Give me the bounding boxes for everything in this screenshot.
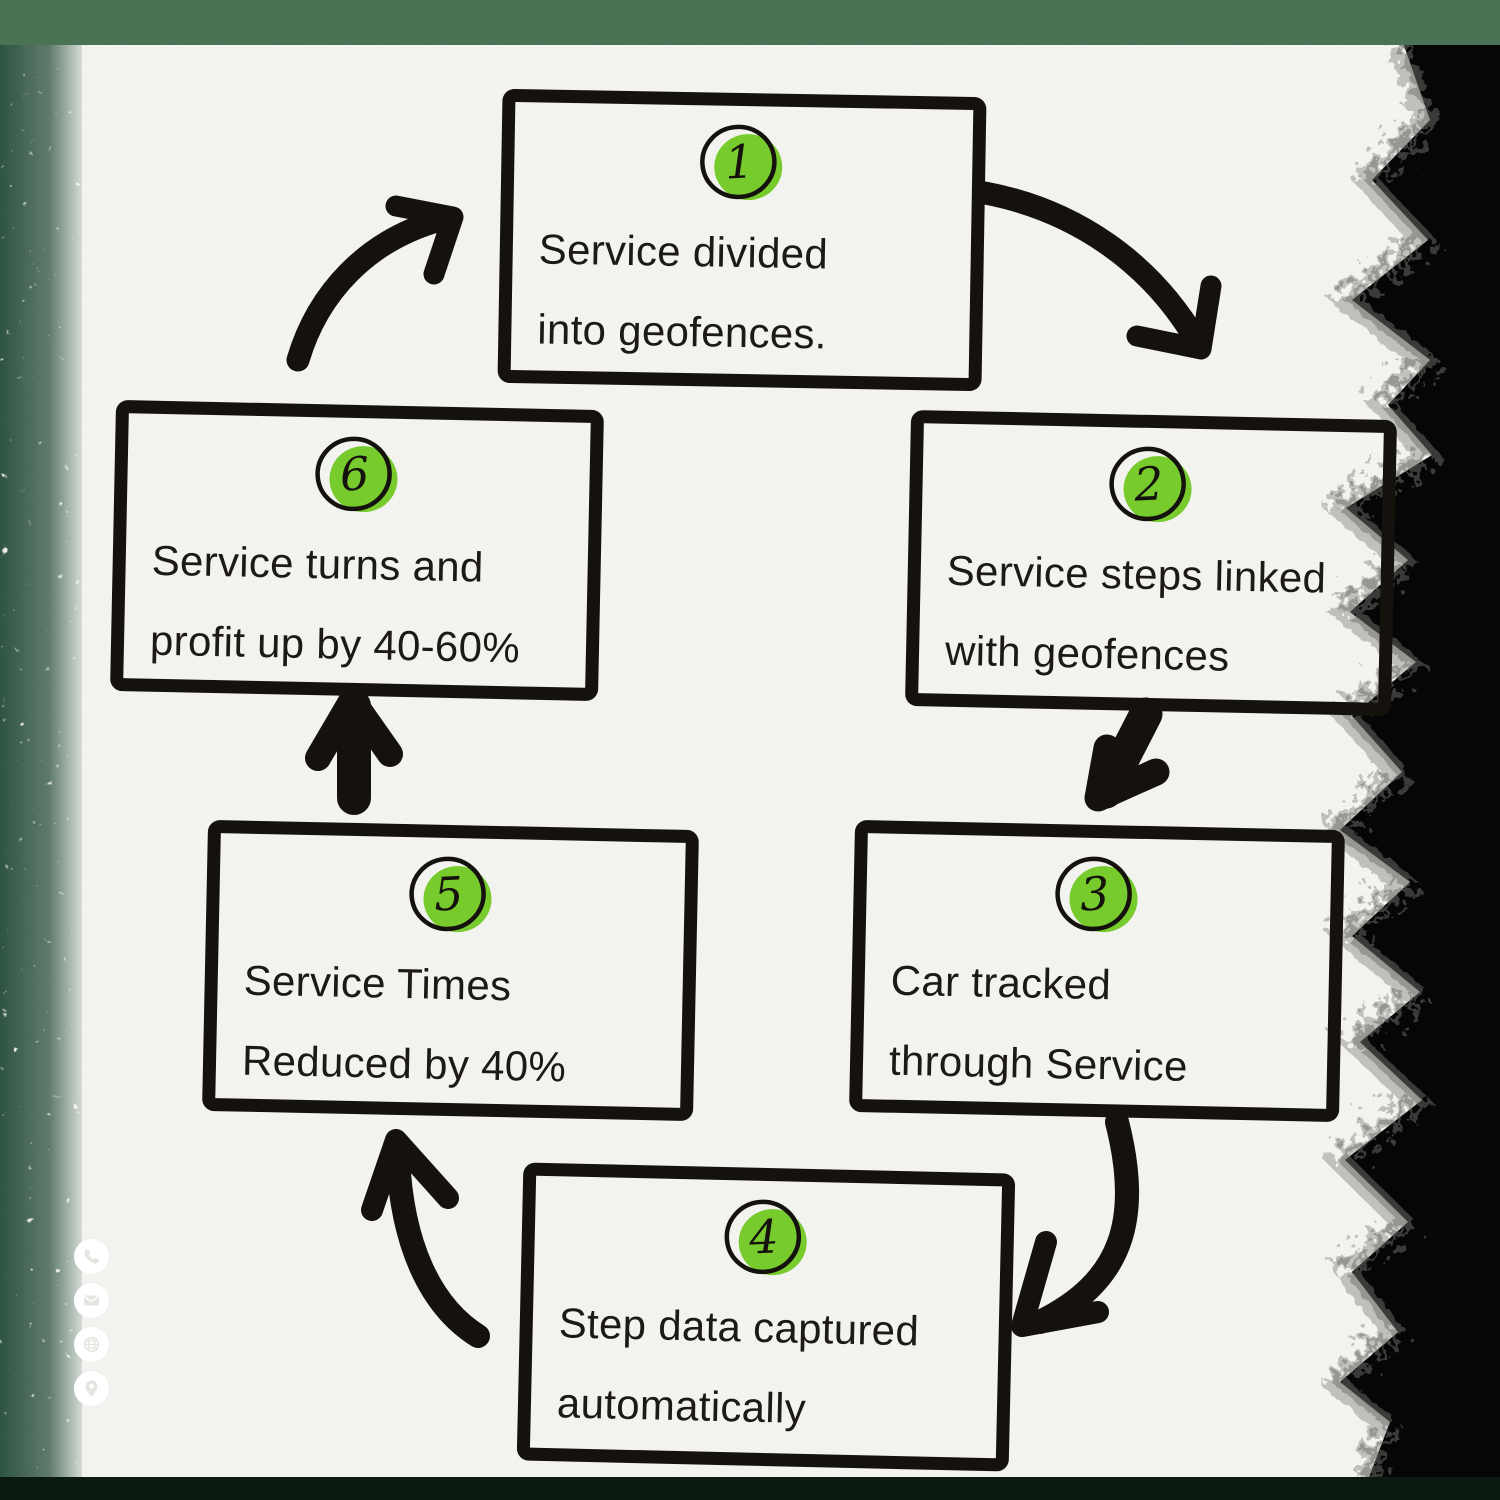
hand-drawn-circle-icon <box>1055 856 1132 932</box>
step-text-line1: Step data captured <box>558 1299 920 1355</box>
step-box-4: 4 Step data captured automatically <box>516 1162 1016 1472</box>
arrow-step4-to-step5 <box>361 1129 490 1348</box>
step-text-line1: Service steps linked <box>946 546 1327 602</box>
step-4-number-badge: 4 <box>722 1196 814 1286</box>
top-accent-bar <box>0 0 1500 45</box>
step-number: 5 <box>432 866 465 922</box>
torn-edge-right <box>1340 40 1500 1480</box>
email-icon <box>74 1283 109 1318</box>
hand-drawn-circle-icon <box>700 124 777 200</box>
step-text-line2: Reduced by 40% <box>241 1036 567 1091</box>
step-box-6: 6 Service turns and profit up by 40-60% <box>110 399 604 702</box>
step-box-1: 1 Service divided into geofences. <box>497 88 987 392</box>
contact-icon-column <box>74 1239 109 1406</box>
step-text-line2: through Service <box>888 1036 1189 1090</box>
step-box-5: 5 Service Times Reduced by 40% <box>202 819 699 1122</box>
step-number: 4 <box>747 1209 780 1265</box>
step-box-3: 3 Car tracked through Service <box>848 819 1346 1123</box>
step-text-line1: Service turns and <box>151 536 485 591</box>
step-number: 1 <box>723 134 756 190</box>
globe-icon <box>74 1327 109 1362</box>
step-box-2: 2 Service steps linked with geofences <box>904 409 1398 717</box>
step-text-line2: automatically <box>556 1379 807 1432</box>
step-text-line1: Car tracked <box>890 956 1112 1009</box>
arrow-step6-to-step1 <box>286 195 464 372</box>
step-text-line2: into geofences. <box>537 305 828 358</box>
arrow-step3-to-step4 <box>1011 1110 1139 1337</box>
hand-drawn-circle-icon <box>724 1199 802 1275</box>
step-3-number-badge: 3 <box>1053 853 1145 943</box>
step-2-number-badge: 2 <box>1107 443 1199 533</box>
hand-drawn-circle-icon <box>1109 446 1186 522</box>
bottom-accent-bar <box>0 1477 1500 1500</box>
arrow-step5-to-step6 <box>305 687 403 815</box>
step-text-line1: Service divided <box>538 225 829 278</box>
step-5-number-badge: 5 <box>406 853 498 943</box>
hand-drawn-circle-icon <box>408 856 486 932</box>
step-number: 2 <box>1132 456 1165 512</box>
step-text-line2: profit up by 40-60% <box>149 616 521 672</box>
step-number: 6 <box>338 446 371 502</box>
arrow-step1-to-step2 <box>973 181 1222 360</box>
step-1-number-badge: 1 <box>698 121 790 211</box>
phone-icon <box>74 1239 109 1274</box>
step-6-number-badge: 6 <box>313 433 405 523</box>
hand-drawn-circle-icon <box>315 436 392 512</box>
torn-edge-left <box>0 38 82 1478</box>
step-text-line2: with geofences <box>944 626 1230 680</box>
arrow-step2-to-step3 <box>1084 697 1170 812</box>
location-pin-icon <box>74 1371 109 1406</box>
step-number: 3 <box>1078 866 1111 922</box>
step-text-line1: Service Times <box>243 956 512 1010</box>
